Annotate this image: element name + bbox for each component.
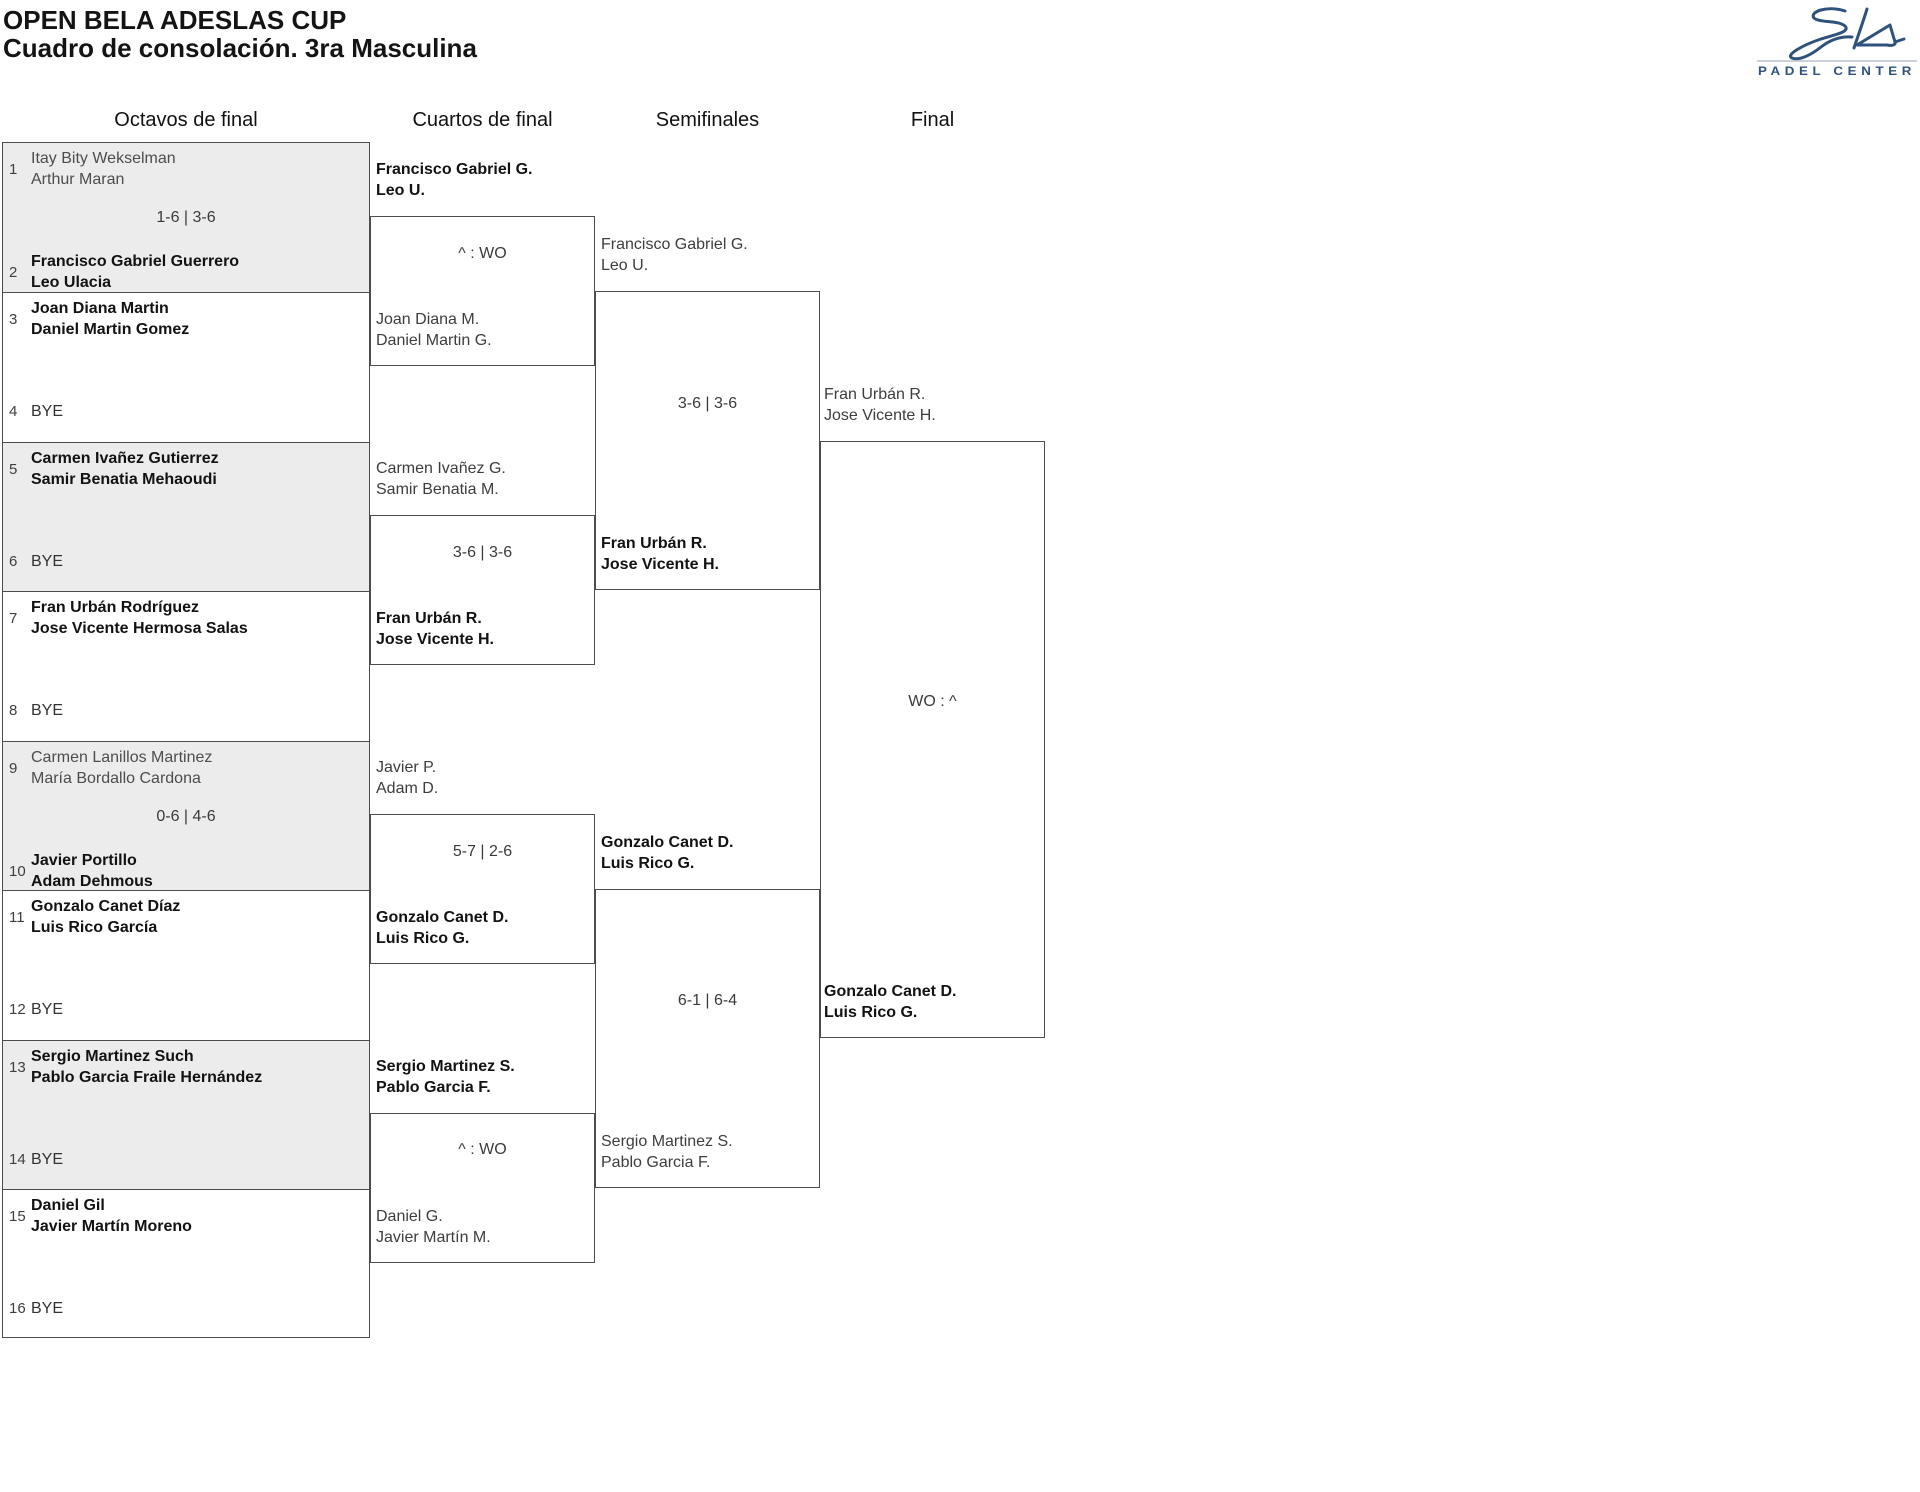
qf4-bottom-participant: Daniel G.Javier Martín M. [376,1208,491,1246]
octavos-match-1-score: 1-6 | 3-6 [156,209,216,226]
brand-tagline: PADEL CENTER [1758,66,1916,78]
team-name: BYE [31,403,64,420]
team-slot: 12 BYE [9,999,63,1020]
seed-number: 14 [9,1151,26,1168]
seed-number: 2 [9,263,18,281]
qf1-top-participant: Francisco Gabriel G.Leo U. [376,161,533,199]
round-header-cuartos: Cuartos de final [412,109,553,131]
qf2-bottom-participant: Fran Urbán R.Jose Vicente H. [376,610,494,648]
qf3-top-participant: Javier P.Adam D. [376,759,439,797]
qf-match-2-box [370,515,595,665]
qf3-bottom-participant: Gonzalo Canet D.Luis Rico G. [376,909,509,947]
brand-logo: PADEL CENTER [1753,2,1920,80]
seed-number: 10 [9,862,26,880]
team-slot: 16 BYE [9,1298,63,1319]
final-top-participant: Fran Urbán R.Jose Vicente H. [824,386,936,424]
seed-number: 8 [9,702,18,719]
sf1-bottom-participant: Fran Urbán R.Jose Vicente H. [601,535,719,573]
sf2-score: 6-1 | 6-4 [677,992,738,1009]
qf2-top-participant: Carmen Ivañez G.Samir Benatia M. [376,460,506,498]
tournament-subtitle: Cuadro de consolación. 3ra Masculina [3,33,477,63]
round-header-final: Final [910,109,955,131]
seed-number: 7 [9,609,18,627]
team-slot: 14 BYE [9,1149,63,1170]
final-bottom-participant: Gonzalo Canet D.Luis Rico G. [824,983,957,1021]
team-slot: 4 BYE [9,401,63,422]
seed-number: 12 [9,1001,26,1018]
seed-number: 16 [9,1300,26,1317]
sf1-score: 3-6 | 3-6 [677,395,738,412]
round-header-semifinales: Semifinales [655,109,760,131]
team-name: BYE [31,1001,64,1018]
qf2-score: 3-6 | 3-6 [452,544,513,561]
seed-number: 6 [9,553,18,570]
qf4-score: ^ : WO [458,1141,507,1158]
team-name: BYE [31,702,64,719]
qf1-score: ^ : WO [458,245,507,262]
sf-match-1-box [595,291,820,590]
qf3-score: 5-7 | 2-6 [452,843,513,860]
seed-number: 1 [9,160,18,178]
team-name: BYE [31,1151,64,1168]
qf4-top-participant: Sergio Martinez S.Pablo Garcia F. [376,1058,515,1096]
seed-number: 3 [9,310,18,328]
qf-match-4-box [370,1113,595,1263]
seed-number: 11 [9,908,25,926]
seed-number: 15 [9,1207,26,1225]
final-score: WO : ^ [908,693,957,710]
seed-number: 5 [9,460,18,478]
team-slot: 6 BYE [9,551,63,572]
seed-number: 4 [9,403,18,420]
team-name: BYE [31,1300,64,1317]
round-header-octavos: Octavos de final [114,109,258,131]
qf1-bottom-participant: Joan Diana M.Daniel Martin G. [376,311,492,349]
octavos-match-5-score: 0-6 | 4-6 [156,808,216,825]
qf-match-1-box [370,216,595,366]
tournament-title: OPEN BELA ADESLAS CUP [3,5,347,35]
qf-match-3-box [370,814,595,964]
sf2-top-participant: Gonzalo Canet D.Luis Rico G. [601,834,734,872]
team-slot: 8 BYE [9,700,63,721]
team-name: BYE [31,553,64,570]
seed-number: 13 [9,1058,26,1076]
seed-number: 9 [9,759,18,777]
sf2-bottom-participant: Sergio Martinez S.Pablo Garcia F. [601,1133,733,1171]
bela-signature-icon: PADEL CENTER [1757,7,1917,78]
sf-match-2-box [595,889,820,1188]
sf1-top-participant: Francisco Gabriel G.Leo U. [601,236,748,274]
final-match-box [820,441,1045,1038]
